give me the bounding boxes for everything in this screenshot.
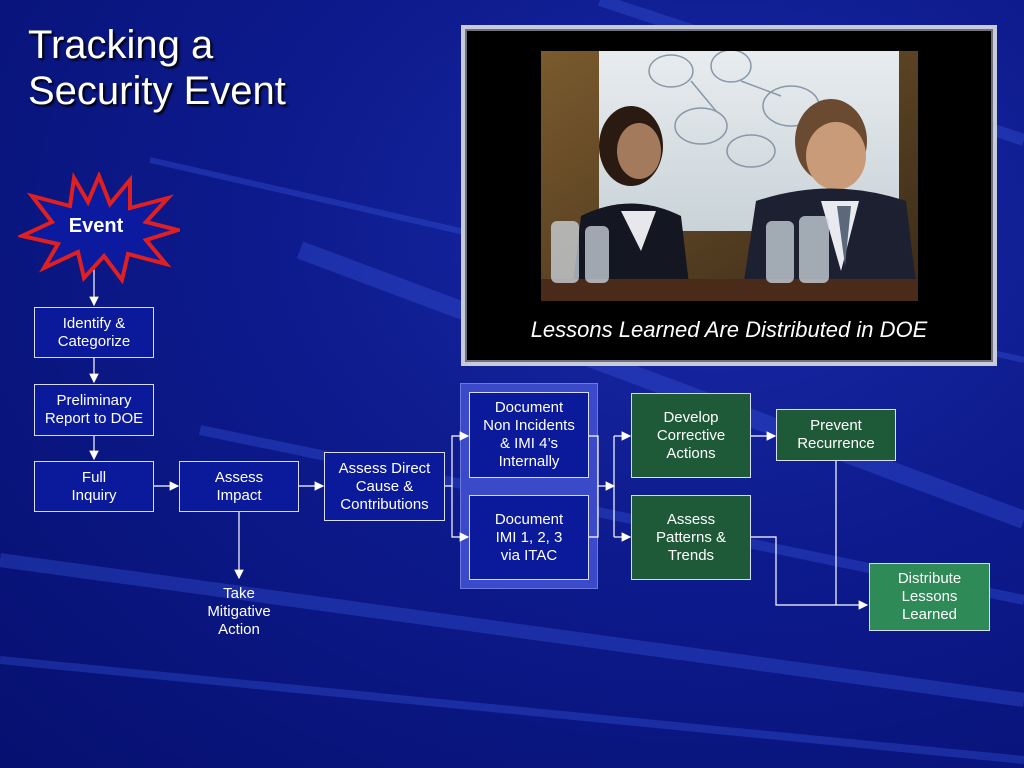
box-line: Prevent [810,417,862,434]
box-line: Recurrence [797,435,875,452]
box-line: Trends [667,546,715,564]
box-line: Identify & [62,314,126,332]
box-line: Assess [666,510,716,528]
meeting-photo [541,51,918,301]
document-non-incidents-box: Document Non Incidents & IMI 4’s Interna… [469,392,589,478]
box-line: Distribute [897,570,962,587]
box-line: Impact [216,486,262,504]
box-line: Contributions [340,495,429,513]
full-inquiry-box: Full Inquiry [34,461,154,512]
box-line: Patterns & [655,528,727,546]
text-line: Mitigative [207,603,271,620]
text-line: Action [218,621,260,638]
take-mitigative-action-text: Take Mitigative Action [184,585,294,639]
box-line: & IMI 4’s [499,435,559,452]
photo-caption: Lessons Learned Are Distributed in DOE [530,317,928,342]
box-line: Document [494,399,564,416]
prevent-recurrence-box: Prevent Recurrence [776,409,896,461]
box-line: Document [494,510,564,528]
event-label: Event [68,215,124,237]
assess-impact-box: Assess Impact [179,461,299,512]
box-line: IMI 1, 2, 3 [495,528,563,546]
event-starburst [18,172,180,284]
develop-corrective-actions-box: Develop Corrective Actions [631,393,751,478]
box-line: Actions [666,444,716,462]
box-line: Non Incidents [483,417,575,434]
identify-categorize-box: Identify & Categorize [34,307,154,358]
distribute-lessons-learned-box: Distribute Lessons Learned [869,563,990,631]
box-line: via ITAC [500,546,558,564]
box-line: Develop [663,408,719,426]
box-line: Learned [901,606,958,623]
document-imi-box: Document IMI 1, 2, 3 via ITAC [469,495,589,580]
box-line: Preliminary [56,392,132,409]
box-line: Lessons [901,588,958,605]
preliminary-report-box: Preliminary Report to DOE [34,384,154,436]
assess-patterns-trends-box: Assess Patterns & Trends [631,495,751,580]
box-line: Assess [214,468,264,486]
title-line-2: Security Event [28,69,286,113]
box-line: Corrective [656,426,726,444]
box-line: Assess Direct [338,459,431,477]
photo-frame: Lessons Learned Are Distributed in DOE [461,25,997,366]
slide-title: Tracking a Security Event [28,22,286,114]
box-line: Full [81,468,107,486]
box-line: Inquiry [71,486,117,504]
box-line: Cause & [355,477,414,495]
title-line-1: Tracking a [28,23,214,67]
box-line: Internally [498,453,560,470]
assess-direct-cause-box: Assess Direct Cause & Contributions [324,452,445,521]
text-line: Take [223,585,255,602]
box-line: Categorize [57,332,131,350]
box-line: Report to DOE [44,410,144,427]
